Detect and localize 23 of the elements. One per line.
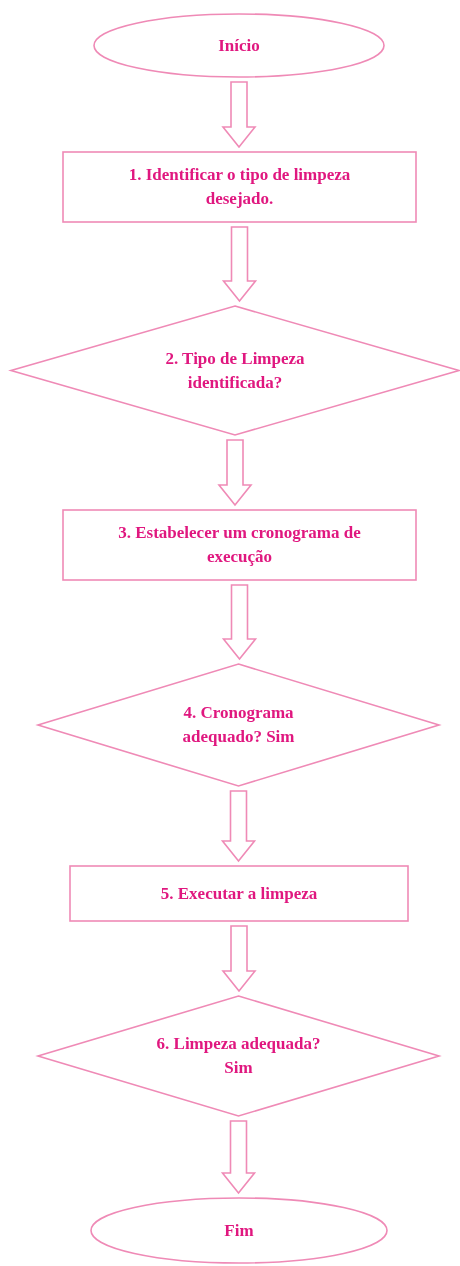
node-label: 5. Executar a limpeza	[160, 882, 318, 905]
decision-diamond	[10, 305, 460, 436]
process-box	[62, 151, 417, 223]
node-label: 3. Estabelecer um cronograma de execução	[117, 522, 362, 568]
block-arrow	[221, 81, 257, 149]
process-box	[69, 865, 409, 922]
node-label: 1. Identificar o tipo de limpeza desejado.	[127, 164, 352, 210]
node-label: 2. Tipo de Limpeza identificada?	[164, 347, 306, 394]
node-label: Fim	[224, 1219, 254, 1242]
terminal-ellipse	[93, 13, 385, 78]
terminal-ellipse	[90, 1197, 388, 1264]
block-arrow	[220, 1120, 257, 1195]
decision-diamond	[37, 995, 440, 1117]
node-label: Início	[218, 34, 260, 57]
process-box	[62, 509, 417, 581]
block-arrow	[221, 584, 258, 661]
node-label: 4. Cronograma adequado? Sim	[181, 702, 296, 748]
block-arrow	[221, 226, 258, 303]
decision-diamond	[37, 663, 440, 787]
block-arrow	[221, 925, 257, 993]
block-arrow	[220, 790, 257, 863]
block-arrow	[217, 439, 253, 507]
node-label: 6. Limpeza adequada? Sim	[155, 1033, 322, 1079]
